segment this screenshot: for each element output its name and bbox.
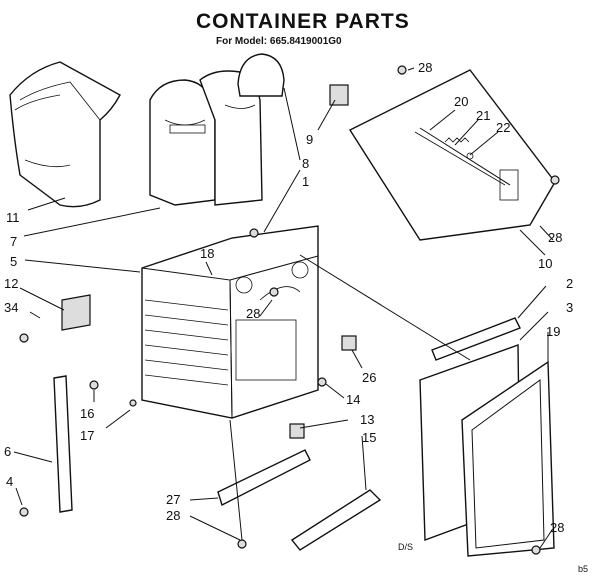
callout-12: 12 <box>4 276 18 291</box>
screw-parts <box>19 65 560 555</box>
callout-11: 11 <box>6 210 20 225</box>
callout-19: 19 <box>546 324 560 339</box>
drawing-code-ds: D/S <box>398 542 413 552</box>
callout-20: 20 <box>454 94 468 109</box>
lid-flap-part <box>237 53 285 97</box>
model-number: For Model: 665.8419001G0 <box>216 36 342 47</box>
callout-28-bottom: 28 <box>166 508 180 523</box>
page-title: CONTAINER PARTS <box>196 10 410 33</box>
spring-assembly-part <box>419 127 519 201</box>
container-cabinet-part <box>141 225 319 419</box>
door-frame-part <box>461 360 555 557</box>
callout-28-bottom-right: 28 <box>550 520 564 535</box>
callout-4: 4 <box>6 474 13 489</box>
callout-34: 34 <box>4 300 18 315</box>
callout-18: 18 <box>200 246 214 261</box>
callout-14: 14 <box>346 392 360 407</box>
bag-holder-part <box>149 70 263 206</box>
drawer-handle-part <box>217 449 382 551</box>
callout-6: 6 <box>4 444 11 459</box>
callout-13: 13 <box>360 412 374 427</box>
callout-22: 22 <box>496 120 510 135</box>
trash-bag-part <box>9 61 121 208</box>
callout-28-top: 28 <box>418 60 432 75</box>
callout-28-right: 28 <box>548 230 562 245</box>
callout-3: 3 <box>566 300 573 315</box>
callout-7: 7 <box>10 234 17 249</box>
callout-28-mid: 28 <box>246 306 260 321</box>
callout-5: 5 <box>10 254 17 269</box>
handle-rail-part <box>431 317 521 361</box>
callout-27: 27 <box>166 492 180 507</box>
drawing-code: b5 <box>578 564 588 574</box>
callout-21: 21 <box>476 108 490 123</box>
callout-labels: 11 7 5 12 34 6 4 16 17 18 28 1 8 9 28 20… <box>4 60 588 574</box>
callout-26: 26 <box>362 370 376 385</box>
leader-lines <box>13 67 554 549</box>
callout-17: 17 <box>80 428 94 443</box>
callout-15: 15 <box>362 430 376 445</box>
callout-16: 16 <box>80 406 94 421</box>
callout-2: 2 <box>566 276 573 291</box>
bracket-part <box>329 84 349 106</box>
side-bracket-part <box>61 294 91 331</box>
door-panel-part <box>348 69 556 241</box>
callout-9: 9 <box>306 132 313 147</box>
callout-8: 8 <box>302 156 309 171</box>
callout-10: 10 <box>538 256 552 271</box>
support-rail-part <box>53 375 73 513</box>
callout-1: 1 <box>302 174 309 189</box>
